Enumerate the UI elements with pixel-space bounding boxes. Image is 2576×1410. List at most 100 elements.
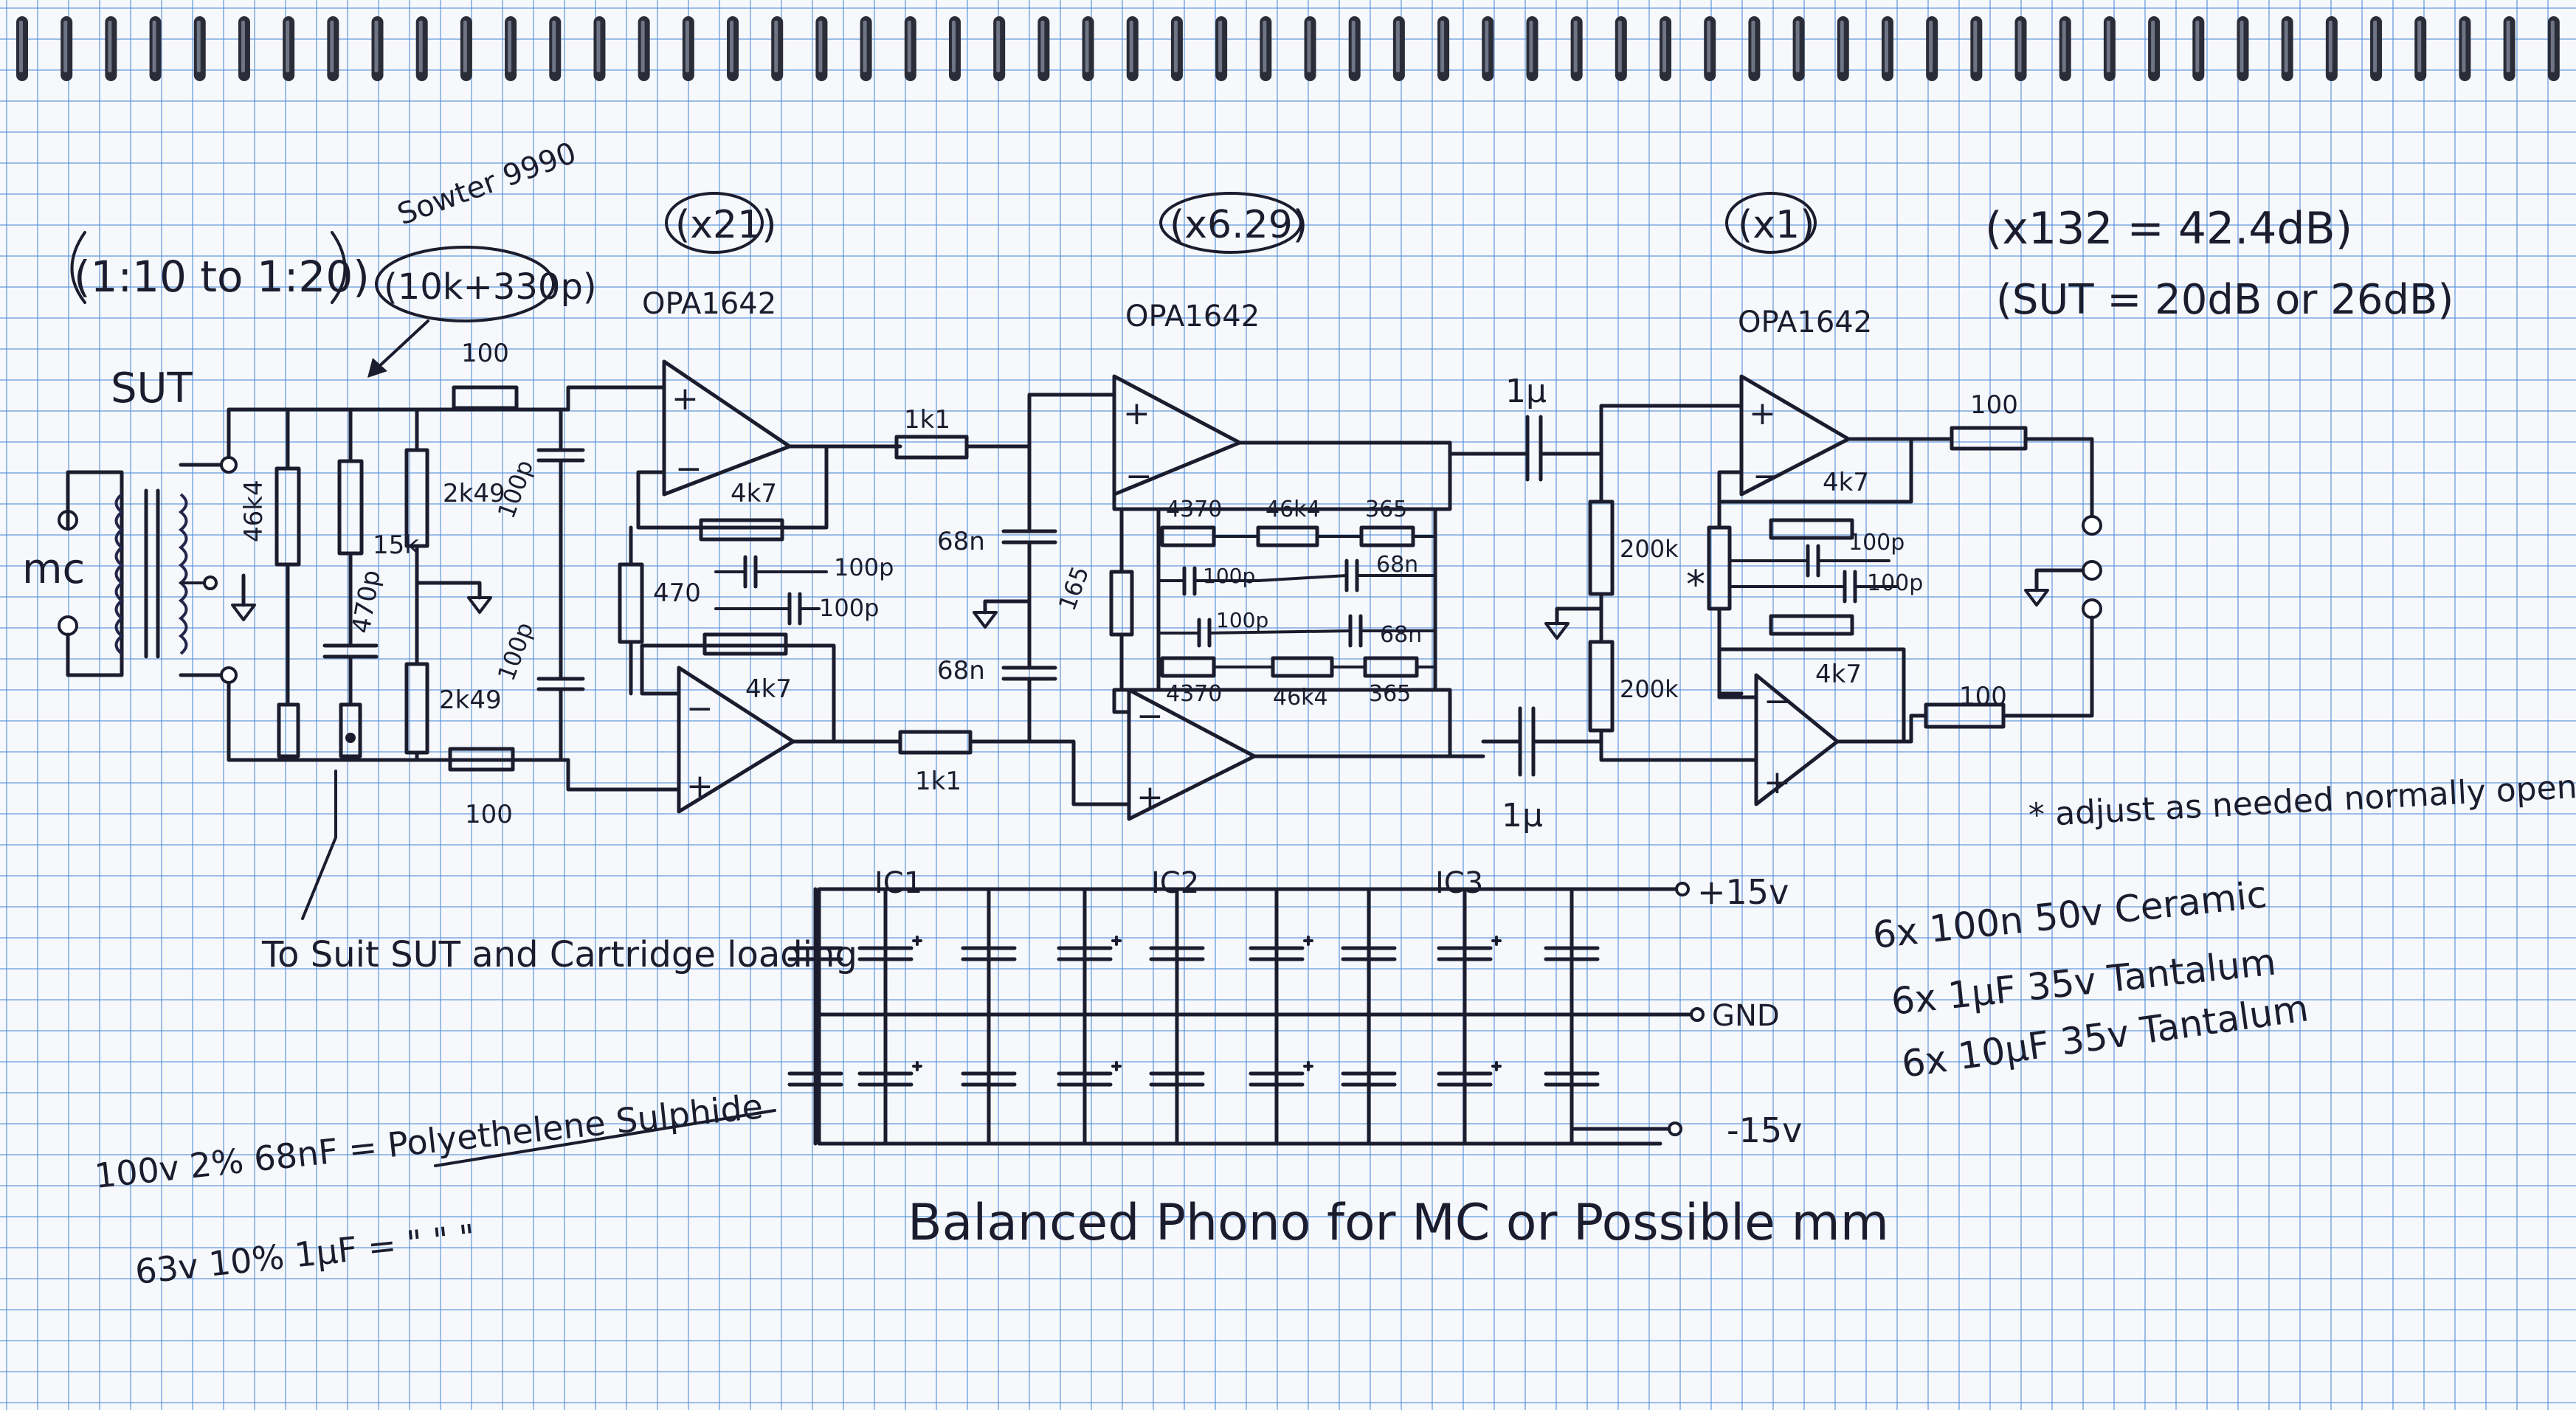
spiral-ring [2192,16,2205,81]
spiral-ring [2503,16,2515,81]
notes-area: * adjust as needed normally open 6x 100n… [93,768,2576,1292]
stage1b-minus: − [686,690,714,728]
spiral-binding [16,16,2560,81]
spiral-ring [61,16,73,81]
decoupling-capacitor-pair [857,887,922,1146]
coupling-cap-top-label: 1μ [1505,373,1547,410]
decoupling-capacitor-pair [1057,887,1122,1146]
spiral-ring [1748,16,1761,81]
cap-spec-note-1: 100v 2% 68nF = Polyethelene Sulphide [93,1086,765,1196]
output-section: 100 100 [1902,390,2102,744]
stage1-rf-top-label: 4k7 [731,479,777,508]
r-100-bottom-label: 100 [465,800,513,829]
opamp-label-2: OPA1642 [1125,300,1260,334]
riaa-c1-bottom-label: 100p [1216,608,1268,632]
spiral-ring [371,16,384,81]
r-1k1-bottom-label: 1k1 [915,767,961,796]
spiral-ring [1570,16,1583,81]
stage3b-minus: − [1764,682,1791,720]
stage3-adjust-mark: * [1686,563,1705,607]
spiral-ring [149,16,162,81]
spiral-ring [1837,16,1849,81]
spiral-ring [2414,16,2427,81]
suit-note: To Suit SUT and Cartridge loading [261,934,857,975]
bias-r-bottom-label: 200k [1620,675,1679,703]
spiral-ring [2281,16,2293,81]
spiral-ring [593,16,606,81]
rail-gnd-label: GND [1712,999,1780,1033]
spiral-ring [1660,16,1672,81]
riaa-r2-bottom-label: 46k4 [1273,685,1328,711]
decoupling-capacitor-pair [961,887,1017,1146]
decoupling-capacitor-pair [787,887,843,1146]
spiral-ring [2148,16,2161,81]
stage1-cf-top-label: 100p [834,553,894,581]
riaa-r1-bottom-label: 4370 [1166,681,1222,707]
transformer-model: Sowter 9990 [393,136,581,232]
stage2-gain: (x6.29) [1170,203,1308,247]
cap-spec-note-2: 63v 10% 1μF = " " " [134,1217,477,1292]
decoupling-note-1: 6x 100n 50v Ceramic [1871,873,2269,957]
stage2-rg-label: 165 [1053,562,1095,614]
spiral-ring [238,16,250,81]
stage3a-minus: − [1753,457,1780,495]
c-470p-label: 470p [346,567,386,635]
page-title: Balanced Phono for MC or Possible mm [908,1194,1889,1252]
riaa-r2-top-label: 46k4 [1265,497,1321,522]
c-68n-1-label: 68n [937,527,985,556]
spiral-ring [1392,16,1405,81]
opamp-label-3: OPA1642 [1738,305,1872,339]
spiral-ring [1704,16,1716,81]
spiral-ring [1881,16,1893,81]
spiral-ring [2014,16,2027,81]
riaa-network: 1k1 68n 68n 1k1 [894,393,1131,806]
opamp-label-1: OPA1642 [642,287,776,321]
transformer-load: (10k+330p) [384,266,597,308]
spiral-ring [1215,16,1228,81]
spiral-ring [1304,16,1316,81]
spiral-ring [16,16,28,81]
spiral-ring [1792,16,1805,81]
spiral-ring [1437,16,1450,81]
spiral-ring [2459,16,2471,81]
stage3a-plus: + [1749,395,1776,432]
spiral-ring [682,16,694,81]
rail-pos-label: +15v [1697,872,1789,912]
spiral-ring [1082,16,1094,81]
spiral-ring [1126,16,1139,81]
spiral-ring [1926,16,1938,81]
stage1b-plus: + [686,767,714,805]
spiral-ring [2325,16,2338,81]
spiral-ring [460,16,472,81]
stage1-amplifier: + − − + 470 4k7 100p 4k7 100p [566,359,902,814]
stage1-rf-bottom-label: 4k7 [745,674,792,704]
decoupling-capacitor-pair [1149,887,1205,1146]
stage3b-plus: + [1764,764,1791,801]
spiral-ring [815,16,828,81]
r-1k1-top-label: 1k1 [904,405,950,435]
riaa-c2-bottom-label: 68n [1380,622,1422,648]
spiral-ring [860,16,872,81]
r-100-top-label: 100 [461,339,509,368]
decoupling-capacitor-pair [1341,887,1397,1146]
spiral-ring [2547,16,2560,81]
spiral-ring [1348,16,1361,81]
spiral-ring [1260,16,1272,81]
spiral-ring [1970,16,1983,81]
r-46k4-label: 46k4 [239,480,269,542]
stage1-gain: (x21) [675,203,777,247]
stage2-amplifier: + − − + 165 4370 46k4 365 100p 68n 4370 … [1053,374,1485,821]
stage1a-plus: + [671,380,699,418]
spiral-ring [2370,16,2383,81]
input-transformer [58,407,570,762]
spiral-ring [1170,16,1183,81]
riaa-r3-top-label: 365 [1365,497,1407,522]
coupling-cap-bottom-label: 1μ [1502,797,1543,834]
stage3-cf-bottom-label: 100p [1867,570,1923,596]
rail-neg-label: -15v [1727,1110,1802,1150]
spiral-ring [193,16,206,81]
mc-label: mc [22,545,85,593]
stage2b-plus: + [1136,778,1164,816]
